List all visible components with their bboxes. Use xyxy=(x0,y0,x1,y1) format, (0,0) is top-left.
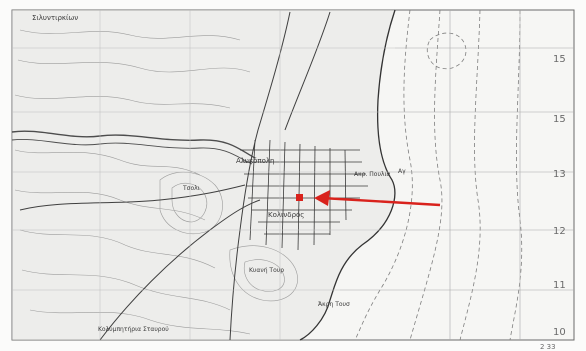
grid-label-bottom-right: 2 33 xyxy=(540,343,556,351)
label-south: Άκρη Τουσ xyxy=(318,301,350,308)
location-marker-dot xyxy=(296,194,303,201)
label-peak: Τσολι xyxy=(182,185,200,192)
grid-label-right-mid: 13 xyxy=(553,169,566,180)
location-arrow xyxy=(314,190,441,207)
land-grid xyxy=(12,10,395,340)
label-coast-east: Ακρ. Πουλια xyxy=(354,171,390,178)
grid-label-right-upper: 15 xyxy=(553,114,566,125)
rivers xyxy=(11,130,256,165)
sea-depth-contours xyxy=(354,9,523,341)
town-grid xyxy=(240,139,368,251)
grid-label-right-low: 11 xyxy=(553,280,566,291)
label-top-left: Σιλυντιρκίων xyxy=(32,14,78,22)
label-coast-right: Αγ xyxy=(398,168,406,175)
sea-grid xyxy=(340,10,574,340)
label-town-north: Αλυκόπολη xyxy=(236,157,274,165)
label-bay: Κυανή Τουρ xyxy=(249,267,284,274)
label-bottom-left: Κολυμπητήρια Σταυρού xyxy=(98,326,169,333)
location-arrow-shaft xyxy=(321,196,441,207)
grid-label-right-lower: 12 xyxy=(553,226,566,237)
grid-label-right-bottom: 10 xyxy=(553,327,566,338)
label-town-south: Κολινδρός xyxy=(268,211,304,219)
grid-label-right-top: 15 xyxy=(553,54,566,65)
location-arrow-head xyxy=(314,190,330,206)
coastline xyxy=(299,9,396,341)
